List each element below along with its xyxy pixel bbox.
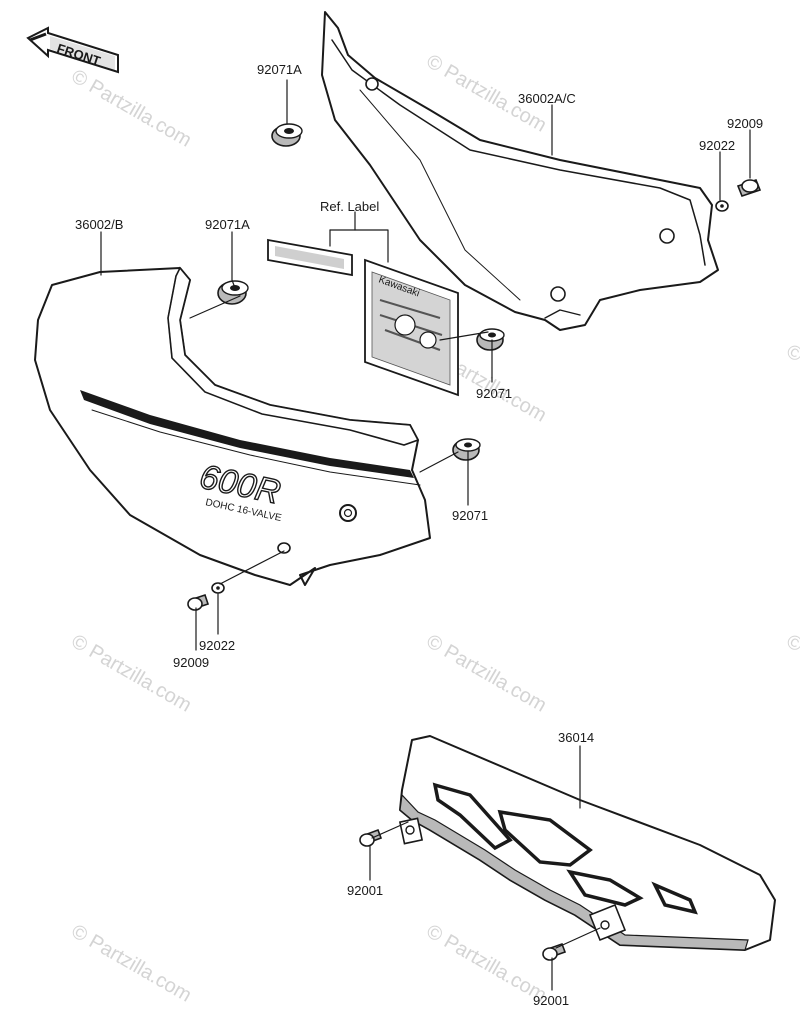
callout-92009-low: 92009 [173, 655, 209, 670]
callout-92071-low: 92071 [452, 508, 488, 523]
leader-lines [100, 79, 751, 991]
callout-92022-low: 92022 [199, 638, 235, 653]
callout-ref-label: Ref. Label [320, 199, 379, 214]
grommet-right [476, 328, 505, 351]
callout-92001-bottom: 92001 [533, 993, 569, 1008]
ref-label-strip [267, 238, 353, 277]
bolt-right-icon [736, 179, 762, 197]
callout-92071A-mid: 92071A [205, 217, 250, 232]
watermark-text: © Partzilla.com [783, 630, 800, 716]
grommet-low [452, 438, 481, 461]
callout-36002B: 36002/B [75, 217, 123, 232]
washer-low-icon [211, 582, 225, 594]
side-cover-upper [321, 11, 719, 331]
grommet-upper [271, 123, 303, 147]
watermark-text: © Partzilla.com [68, 630, 196, 716]
side-cover-lower [34, 266, 431, 586]
chain-guard [398, 735, 776, 951]
callout-92071-right: 92071 [476, 386, 512, 401]
bolt-low-icon [187, 593, 210, 611]
watermark-text: © Partzilla.com [783, 340, 800, 426]
callout-36002AC: 36002A/C [518, 91, 576, 106]
callout-92009-right: 92009 [727, 116, 763, 131]
callout-92001-left: 92001 [347, 883, 383, 898]
watermark-text: © Partzilla.com [423, 920, 551, 1006]
front-arrow-icon [26, 26, 119, 74]
watermark-text: © Partzilla.com [68, 920, 196, 1006]
kawasaki-label-card [364, 258, 459, 397]
watermark-text: © Partzilla.com [68, 65, 196, 151]
callout-92071A-top: 92071A [257, 62, 302, 77]
bolt-chainguard-bottom-icon [542, 942, 567, 961]
watermark-text: © Partzilla.com [423, 630, 551, 716]
callout-36014: 36014 [558, 730, 594, 745]
grommet-mid [217, 280, 249, 305]
bolt-chainguard-left-icon [359, 828, 383, 847]
callout-92022-right: 92022 [699, 138, 735, 153]
washer-right-icon [715, 200, 729, 212]
